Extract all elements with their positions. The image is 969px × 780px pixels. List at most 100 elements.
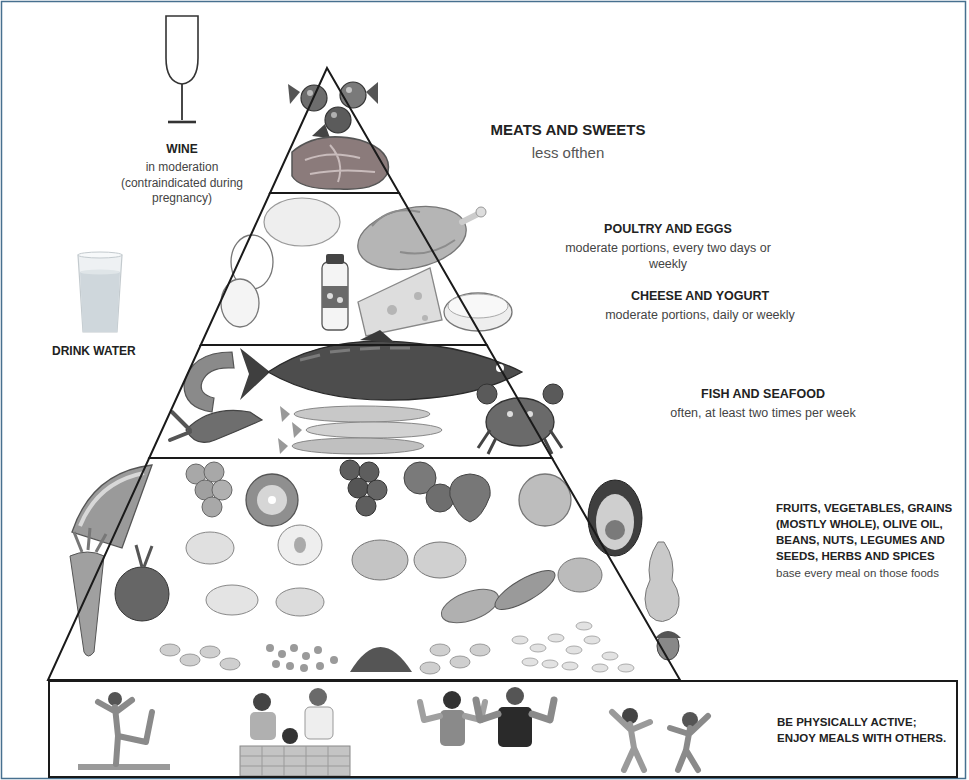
tier-outline	[0, 193, 969, 345]
milk-bottle-part	[327, 293, 333, 299]
activity-band: BE PHYSICALLY ACTIVE; ENJOY MEALS WITH O…	[48, 680, 958, 778]
cheese-part	[414, 292, 422, 300]
plant-foods-part-part	[300, 664, 308, 672]
plant-foods-part	[202, 497, 222, 517]
poultry-and-eggs-part	[264, 198, 340, 246]
seafood-part	[184, 352, 234, 412]
active-people-part	[498, 707, 532, 747]
plant-foods-part-part	[470, 644, 490, 656]
plant-foods-part	[268, 496, 276, 504]
plant-foods-part	[519, 474, 571, 526]
plant-foods-part-part	[584, 636, 600, 644]
seafood-part	[240, 348, 270, 400]
tier-outline	[0, 345, 969, 458]
active-people-part	[240, 746, 350, 776]
tier-outline-shape	[48, 458, 680, 680]
active-people-part	[476, 700, 554, 720]
water-glass-part	[80, 272, 120, 332]
tier-outline	[0, 68, 969, 193]
active-people-part	[305, 707, 333, 739]
plant-foods-part-part	[618, 664, 634, 672]
pyramid-base-tier: FRUITS, VEGETABLES, GRAINS (MOSTLY WHOLE…	[0, 458, 969, 680]
candies-part	[307, 90, 313, 96]
plant-foods-part	[206, 585, 258, 615]
tier-heading: CHEESE AND YOGURT	[580, 288, 820, 304]
plant-foods-part-part	[286, 662, 294, 670]
plant-foods-part	[115, 567, 169, 621]
milk-bottle-part	[326, 254, 344, 264]
plant-foods-part-part	[548, 634, 564, 642]
plant-foods-part-part	[314, 646, 322, 654]
candies	[288, 82, 378, 138]
tier-note: less ofthen	[453, 143, 683, 163]
milk-bottle-part	[337, 297, 343, 303]
plant-foods-part	[160, 644, 490, 674]
plant-foods-part-part	[278, 650, 286, 658]
wine-glass-part	[181, 84, 183, 120]
active-people-part	[78, 764, 170, 770]
plant-foods-part	[294, 537, 306, 553]
plant-foods-part	[186, 532, 234, 564]
plant-foods-part	[266, 644, 338, 672]
active-people-part	[309, 688, 327, 706]
cheese-part	[444, 293, 512, 331]
plant-foods-part	[204, 462, 224, 482]
plant-foods-part	[558, 558, 602, 592]
milk-bottle	[322, 254, 348, 330]
drink-label: DRINK WATER	[52, 344, 192, 360]
plant-foods-part-part	[220, 658, 240, 670]
plant-foods-part-part	[530, 644, 546, 652]
water-glass-part	[78, 252, 122, 258]
plant-foods-part	[278, 525, 322, 565]
plant-foods-part	[74, 528, 106, 552]
candies-part	[346, 87, 352, 93]
seafood-part	[278, 406, 302, 454]
cheese	[358, 268, 512, 336]
active-people-part	[253, 693, 271, 711]
plant-foods-part	[414, 542, 466, 578]
active-people-part	[240, 746, 350, 776]
plant-foods-part	[80, 473, 144, 526]
plant-foods-part	[276, 588, 324, 616]
tier-note: moderate portions, every two days or wee…	[559, 240, 777, 273]
plant-foods-part-part	[542, 660, 558, 668]
water-glass-part	[80, 270, 120, 275]
plant-foods-part	[257, 485, 287, 515]
seafood-part	[306, 422, 442, 438]
plant-foods-part-part	[302, 652, 310, 660]
plant-foods-part-part	[266, 644, 274, 652]
plant-foods-part	[490, 563, 560, 616]
seafood-part	[543, 384, 563, 404]
plant-foods-part	[356, 496, 376, 516]
tier-heading: FISH AND SEAFOOD	[643, 386, 883, 402]
wine-glass	[166, 16, 198, 122]
active-people-part	[250, 712, 276, 740]
active-people-part	[440, 710, 465, 746]
candies-part	[325, 107, 351, 133]
plant-foods-part-part	[450, 656, 470, 668]
plant-foods-part	[655, 631, 681, 638]
tier-heading: FRUITS, VEGETABLES, GRAINS (MOSTLY WHOLE…	[776, 500, 962, 564]
plant-foods-part-part	[272, 660, 280, 668]
water-glass	[78, 252, 122, 332]
tier-outline-shape	[149, 345, 552, 458]
milk-bottle-part	[322, 286, 348, 308]
active-people-part	[108, 692, 122, 706]
tier-heading: BE PHYSICALLY ACTIVE; ENJOY MEALS WITH O…	[777, 714, 957, 746]
plant-foods-part-part	[566, 646, 582, 654]
tier-heading: POULTRY AND EGGS	[548, 221, 788, 237]
plant-foods-part-part	[290, 644, 298, 652]
plant-foods-part-part	[512, 636, 528, 644]
poultry-and-eggs-part	[352, 197, 472, 279]
plant-foods	[70, 460, 681, 674]
plant-foods-part	[512, 622, 634, 672]
plant-foods-part-part	[576, 622, 592, 630]
plant-foods-part	[437, 583, 503, 630]
seafood-part	[478, 430, 562, 454]
poultry-and-eggs-part	[476, 207, 486, 217]
seafood-part	[292, 438, 424, 454]
drink-note: in moderation (contraindicated during pr…	[107, 160, 257, 207]
seafood-part	[300, 348, 410, 360]
